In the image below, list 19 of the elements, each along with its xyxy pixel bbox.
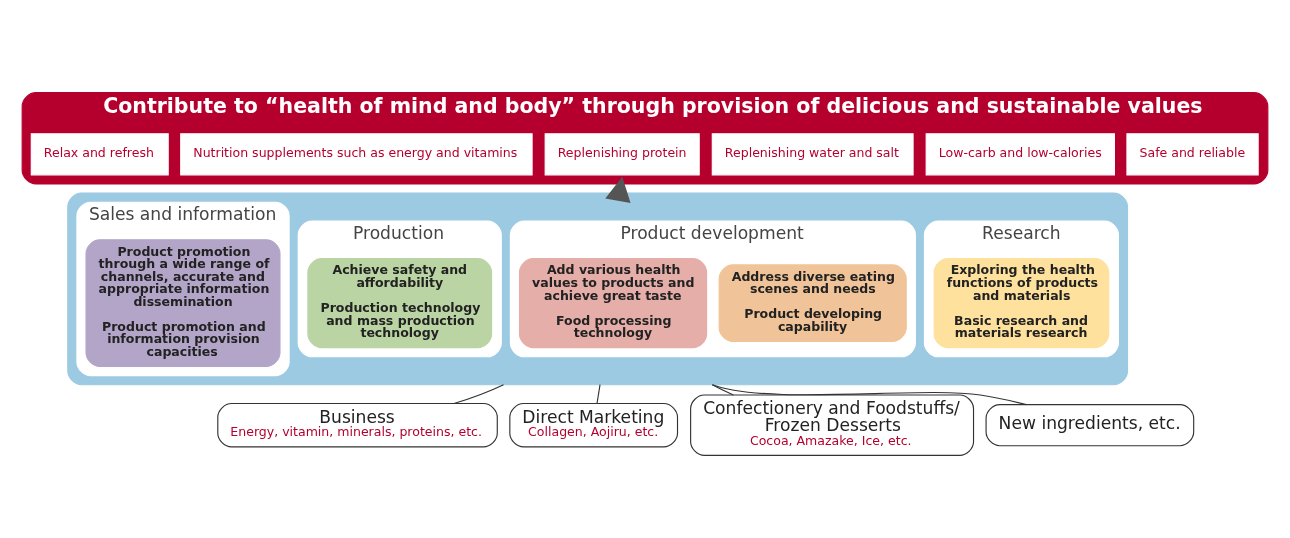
connector [711, 383, 734, 395]
node-box: Low-carb and low-calories [925, 132, 1115, 175]
node-box: Address diverse eating scenes and needs Product developing capability [718, 263, 907, 342]
cluster [67, 192, 1129, 385]
node-box: Safe and reliable [1126, 132, 1259, 175]
node-box: Replenishing protein [544, 132, 700, 175]
node-box: Nutrition supplements such as energy and vitamins [180, 132, 533, 175]
node-box: New ingredients, etc. [985, 403, 1195, 446]
node-box: Confectionery and Foodstuffs/ Frozen Desserts Cocoa, Amazake, Ice, etc. [690, 393, 975, 456]
arrow [605, 176, 631, 203]
connector [596, 383, 601, 404]
node-box: Product promotion through a wide range of channels, accurate and appropriate information dissemination Product promotion and information provision capacities [85, 238, 281, 367]
node-box: Business Energy, vitamin, minerals, proteins, etc. [217, 402, 498, 447]
node-box: Add various health values to products and achieve great taste Food processing technology [518, 257, 708, 348]
node-box: Direct Marketing Collagen, Aojiru, etc. [509, 402, 679, 447]
node-box: Achieve safety and affordability Production technology and mass production technology [307, 257, 493, 348]
node-box: Exploring the health functions of products and materials Basic research and materials research [933, 257, 1110, 348]
node-box: Relax and refresh [30, 132, 169, 175]
node-box: Replenishing water and salt [711, 132, 914, 175]
